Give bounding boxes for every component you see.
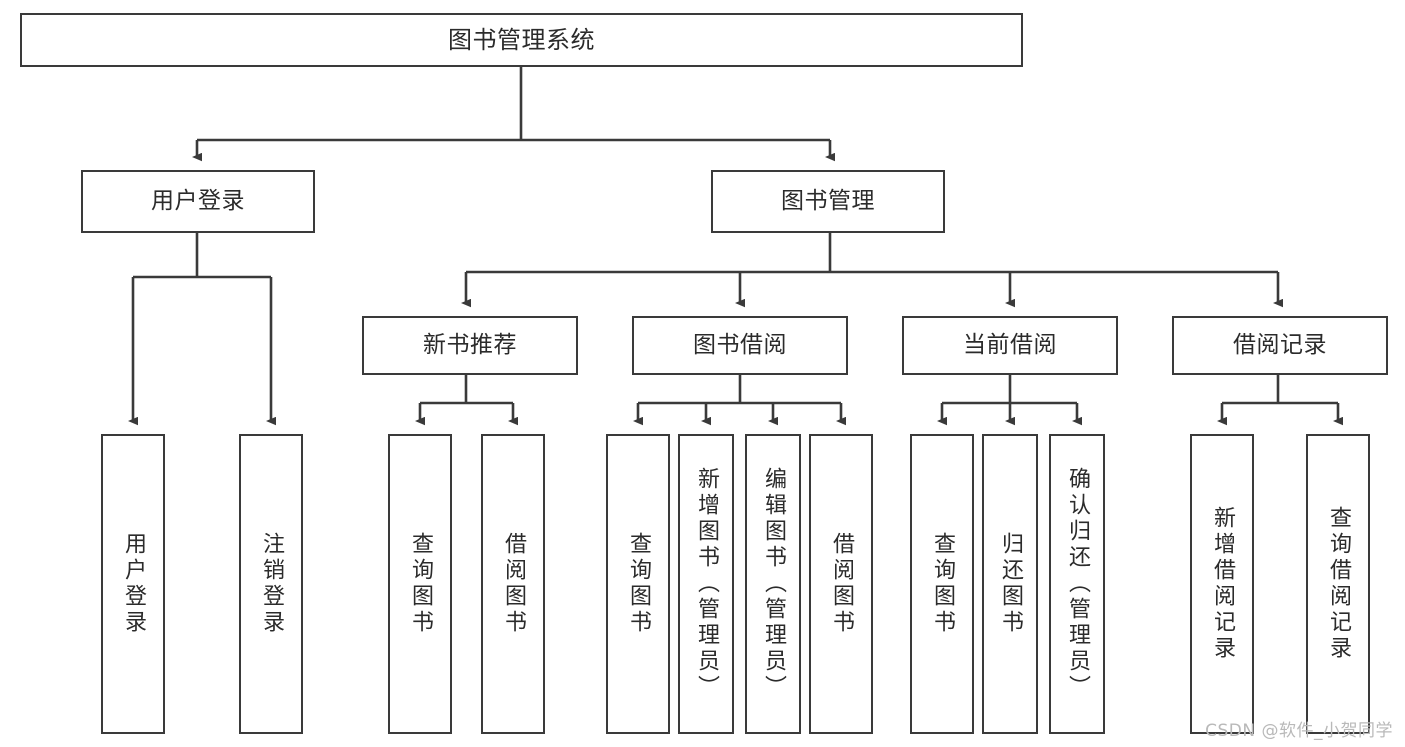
node-leaf-return-book[interactable]: 归还图书 xyxy=(982,434,1038,734)
node-leaf-query-book-3[interactable]: 查询图书 xyxy=(910,434,974,734)
node-new-book-recommend[interactable]: 新书推荐 xyxy=(362,316,578,375)
node-leaf-edit-book-label: 编辑图书（管理员） xyxy=(761,467,786,701)
node-current-borrow-label: 当前借阅 xyxy=(963,331,1057,358)
node-leaf-add-record-label: 新增借阅记录 xyxy=(1210,506,1235,662)
node-leaf-return-book-label: 归还图书 xyxy=(998,532,1023,636)
node-leaf-user-login[interactable]: 用户登录 xyxy=(101,434,165,734)
node-root[interactable]: 图书管理系统 xyxy=(20,13,1023,67)
node-leaf-borrow-book-2[interactable]: 借阅图书 xyxy=(809,434,873,734)
node-leaf-query-book-3-label: 查询图书 xyxy=(930,532,955,636)
node-leaf-borrow-book-1-label: 借阅图书 xyxy=(501,532,526,636)
node-leaf-confirm-return[interactable]: 确认归还（管理员） xyxy=(1049,434,1105,734)
node-leaf-logout-login-label: 注销登录 xyxy=(259,532,284,636)
node-leaf-edit-book[interactable]: 编辑图书（管理员） xyxy=(745,434,801,734)
node-leaf-logout-login[interactable]: 注销登录 xyxy=(239,434,303,734)
node-leaf-user-login-label: 用户登录 xyxy=(121,532,146,636)
node-new-book-recommend-label: 新书推荐 xyxy=(423,331,517,358)
node-leaf-query-record-label: 查询借阅记录 xyxy=(1326,506,1351,662)
node-leaf-add-record[interactable]: 新增借阅记录 xyxy=(1190,434,1254,734)
csdn-watermark: CSDN @软件_小贺同学 xyxy=(1205,721,1393,741)
node-book-manage-label: 图书管理 xyxy=(781,187,875,214)
node-book-manage[interactable]: 图书管理 xyxy=(711,170,945,233)
node-leaf-confirm-return-label: 确认归还（管理员） xyxy=(1065,467,1090,701)
node-current-borrow[interactable]: 当前借阅 xyxy=(902,316,1118,375)
node-leaf-query-book-2-label: 查询图书 xyxy=(626,532,651,636)
node-leaf-add-book-label: 新增图书（管理员） xyxy=(694,467,719,701)
node-leaf-query-book-1[interactable]: 查询图书 xyxy=(388,434,452,734)
node-book-borrow[interactable]: 图书借阅 xyxy=(632,316,848,375)
node-user-login-label: 用户登录 xyxy=(151,187,245,214)
node-user-login[interactable]: 用户登录 xyxy=(81,170,315,233)
node-leaf-query-book-1-label: 查询图书 xyxy=(408,532,433,636)
node-borrow-record-label: 借阅记录 xyxy=(1233,331,1327,358)
node-leaf-query-record[interactable]: 查询借阅记录 xyxy=(1306,434,1370,734)
node-book-borrow-label: 图书借阅 xyxy=(693,331,787,358)
node-leaf-borrow-book-1[interactable]: 借阅图书 xyxy=(481,434,545,734)
node-leaf-query-book-2[interactable]: 查询图书 xyxy=(606,434,670,734)
node-root-label: 图书管理系统 xyxy=(448,25,595,54)
node-borrow-record[interactable]: 借阅记录 xyxy=(1172,316,1388,375)
node-leaf-add-book[interactable]: 新增图书（管理员） xyxy=(678,434,734,734)
node-leaf-borrow-book-2-label: 借阅图书 xyxy=(829,532,854,636)
